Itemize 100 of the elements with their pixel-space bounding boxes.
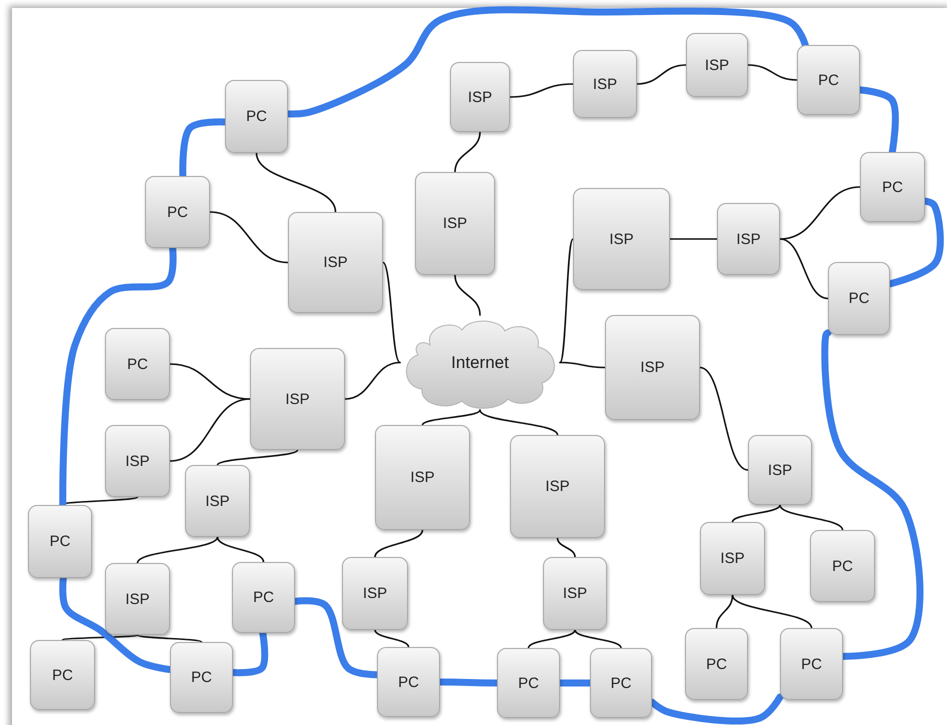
node-label: PC xyxy=(253,589,274,606)
connection-line xyxy=(779,504,844,531)
node-label: ISP xyxy=(468,88,492,106)
network-node-box xyxy=(510,435,605,538)
network-node-box xyxy=(717,203,780,275)
node-label: ISP xyxy=(323,254,348,271)
network-node-box xyxy=(375,425,470,530)
connection-line xyxy=(479,409,558,436)
connection-line xyxy=(216,536,264,563)
network-node-box xyxy=(685,628,748,700)
network-node-box xyxy=(543,557,607,630)
node-label: PC xyxy=(52,666,73,684)
connection-line xyxy=(454,131,481,173)
network-node-box xyxy=(828,262,890,335)
connection-line xyxy=(509,83,574,98)
node-label: Internet xyxy=(451,352,509,372)
node-label: PC xyxy=(832,558,853,574)
connection-line xyxy=(216,449,298,466)
connection-line xyxy=(669,238,718,240)
node-label: PC xyxy=(518,674,539,692)
connection-line xyxy=(136,536,218,564)
connection-line xyxy=(732,594,812,629)
network-node-box xyxy=(780,628,843,700)
network-node-box xyxy=(415,172,495,275)
node-label: PC xyxy=(398,674,419,690)
connection-line xyxy=(559,362,606,368)
network-node-box xyxy=(860,152,925,222)
network-node-box xyxy=(225,80,288,153)
connection-line xyxy=(732,504,781,523)
node-label: ISP xyxy=(545,478,570,495)
connection-line xyxy=(574,629,622,649)
connection-line xyxy=(169,363,251,400)
network-node-box xyxy=(170,642,233,713)
connection-line xyxy=(256,152,336,213)
node-label: ISP xyxy=(285,390,310,408)
network-node-box xyxy=(686,33,748,97)
network-node-box xyxy=(185,465,250,537)
node-label: PC xyxy=(610,674,632,692)
ring-connection xyxy=(821,329,924,660)
node-label: PC xyxy=(848,290,870,307)
connection-line xyxy=(699,366,749,471)
node-label: ISP xyxy=(768,462,792,478)
connection-line xyxy=(209,211,289,264)
node-label: ISP xyxy=(609,230,634,248)
network-node-box xyxy=(810,530,875,602)
connection-line xyxy=(374,629,410,648)
connection-line xyxy=(344,362,401,400)
network-node-box xyxy=(497,648,560,718)
node-label: ISP xyxy=(125,452,150,470)
connection-line xyxy=(454,274,481,316)
connection-line xyxy=(382,262,401,364)
node-label: PC xyxy=(706,656,727,672)
node-label: ISP xyxy=(125,590,150,608)
connection-line xyxy=(422,409,481,426)
network-node-box xyxy=(105,425,170,497)
network-node-box xyxy=(342,557,408,630)
network-node-box xyxy=(105,328,170,400)
node-label: PC xyxy=(50,533,70,550)
network-node-box xyxy=(288,212,383,313)
node-label: ISP xyxy=(362,585,388,602)
connection-line xyxy=(779,238,829,300)
network-node-box xyxy=(573,188,670,290)
connection-line xyxy=(636,64,687,85)
network-node-box xyxy=(700,522,765,595)
node-label: PC xyxy=(127,356,148,372)
node-label: PC xyxy=(191,669,212,686)
node-label: ISP xyxy=(736,230,761,248)
connection-line xyxy=(556,537,576,558)
node-label: PC xyxy=(882,178,903,196)
node-label: ISP xyxy=(592,76,618,92)
node-label: ISP xyxy=(640,359,665,376)
network-node-box xyxy=(105,563,170,635)
connection-line xyxy=(136,634,202,643)
network-node-box xyxy=(605,315,700,420)
node-label: ISP xyxy=(704,56,730,74)
network-node-box xyxy=(377,647,440,717)
node-label: ISP xyxy=(410,469,435,486)
connection-line xyxy=(716,594,734,629)
network-node-box xyxy=(30,640,95,710)
network-node-box xyxy=(450,62,510,132)
node-label: PC xyxy=(246,108,267,125)
network-node-box xyxy=(145,176,210,248)
network-node-box xyxy=(28,505,92,578)
connection-line xyxy=(747,64,798,81)
node-label: ISP xyxy=(562,585,588,602)
node-label: PC xyxy=(167,204,188,220)
node-label: PC xyxy=(818,72,839,88)
network-node-box xyxy=(590,648,652,718)
network-node-box xyxy=(250,348,345,450)
connection-line xyxy=(559,238,574,364)
connection-line xyxy=(169,398,251,462)
network-node-box xyxy=(797,45,860,115)
network-node-box xyxy=(748,435,812,505)
connection-line xyxy=(528,629,576,649)
network-node-box xyxy=(573,50,637,118)
node-label: ISP xyxy=(205,492,230,510)
connection-line xyxy=(374,529,424,558)
node-label: ISP xyxy=(442,215,468,232)
node-label: PC xyxy=(801,656,822,672)
connection-line xyxy=(62,634,138,641)
